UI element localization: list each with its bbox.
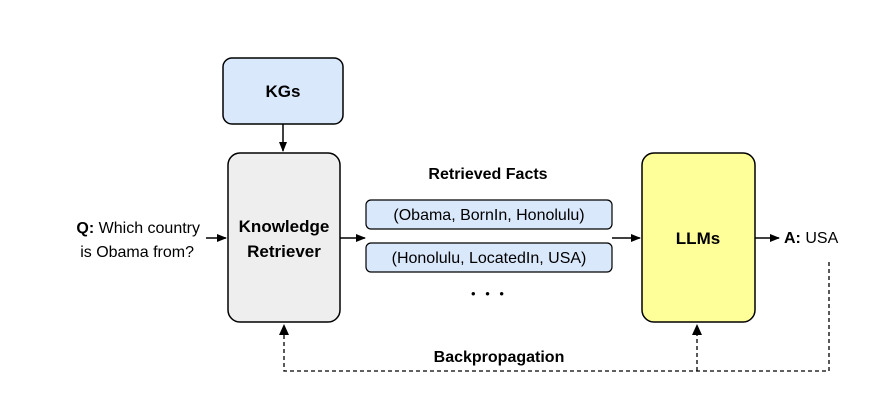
retrieved-facts-group: Retrieved Facts (Obama, BornIn, Honolulu… xyxy=(365,166,613,301)
fact-box-1 xyxy=(365,199,613,230)
backpropagation-arrowhead-retriever xyxy=(279,324,289,335)
kgs-label: KGs xyxy=(266,82,301,101)
question-line1: Q: Which country xyxy=(76,220,200,237)
answer-value: USA xyxy=(801,230,839,247)
llms-node: LLMs xyxy=(641,152,756,323)
knowledge-retriever-label-line1: Knowledge xyxy=(239,217,330,236)
knowledge-retriever-label-line2: Retriever xyxy=(247,242,321,261)
question-text: Q: Which country is Obama from? xyxy=(76,220,200,261)
fact-text-2: (Honolulu, LocatedIn, USA) xyxy=(392,250,587,267)
kgs-node: KGs xyxy=(222,57,344,125)
question-line1-text: Which country xyxy=(94,220,200,237)
backpropagation-arrowhead-llms xyxy=(692,324,702,335)
knowledge-retriever-node: Knowledge Retriever xyxy=(227,152,341,323)
facts-ellipsis: • • • xyxy=(471,286,507,301)
answer-text: A: USA xyxy=(784,230,839,247)
fact-box-2 xyxy=(365,242,613,273)
question-prefix: Q: xyxy=(76,220,94,237)
backpropagation-path: Backpropagation xyxy=(279,262,830,372)
retrieved-facts-title: Retrieved Facts xyxy=(428,166,547,183)
backpropagation-dashed-line xyxy=(283,262,830,372)
answer-prefix: A: xyxy=(784,230,801,247)
backpropagation-label: Backpropagation xyxy=(434,349,565,366)
knowledge-retriever-box xyxy=(227,152,341,323)
fact-text-1: (Obama, BornIn, Honolulu) xyxy=(393,207,584,224)
question-line2: is Obama from? xyxy=(80,244,194,261)
llms-label: LLMs xyxy=(676,229,720,248)
